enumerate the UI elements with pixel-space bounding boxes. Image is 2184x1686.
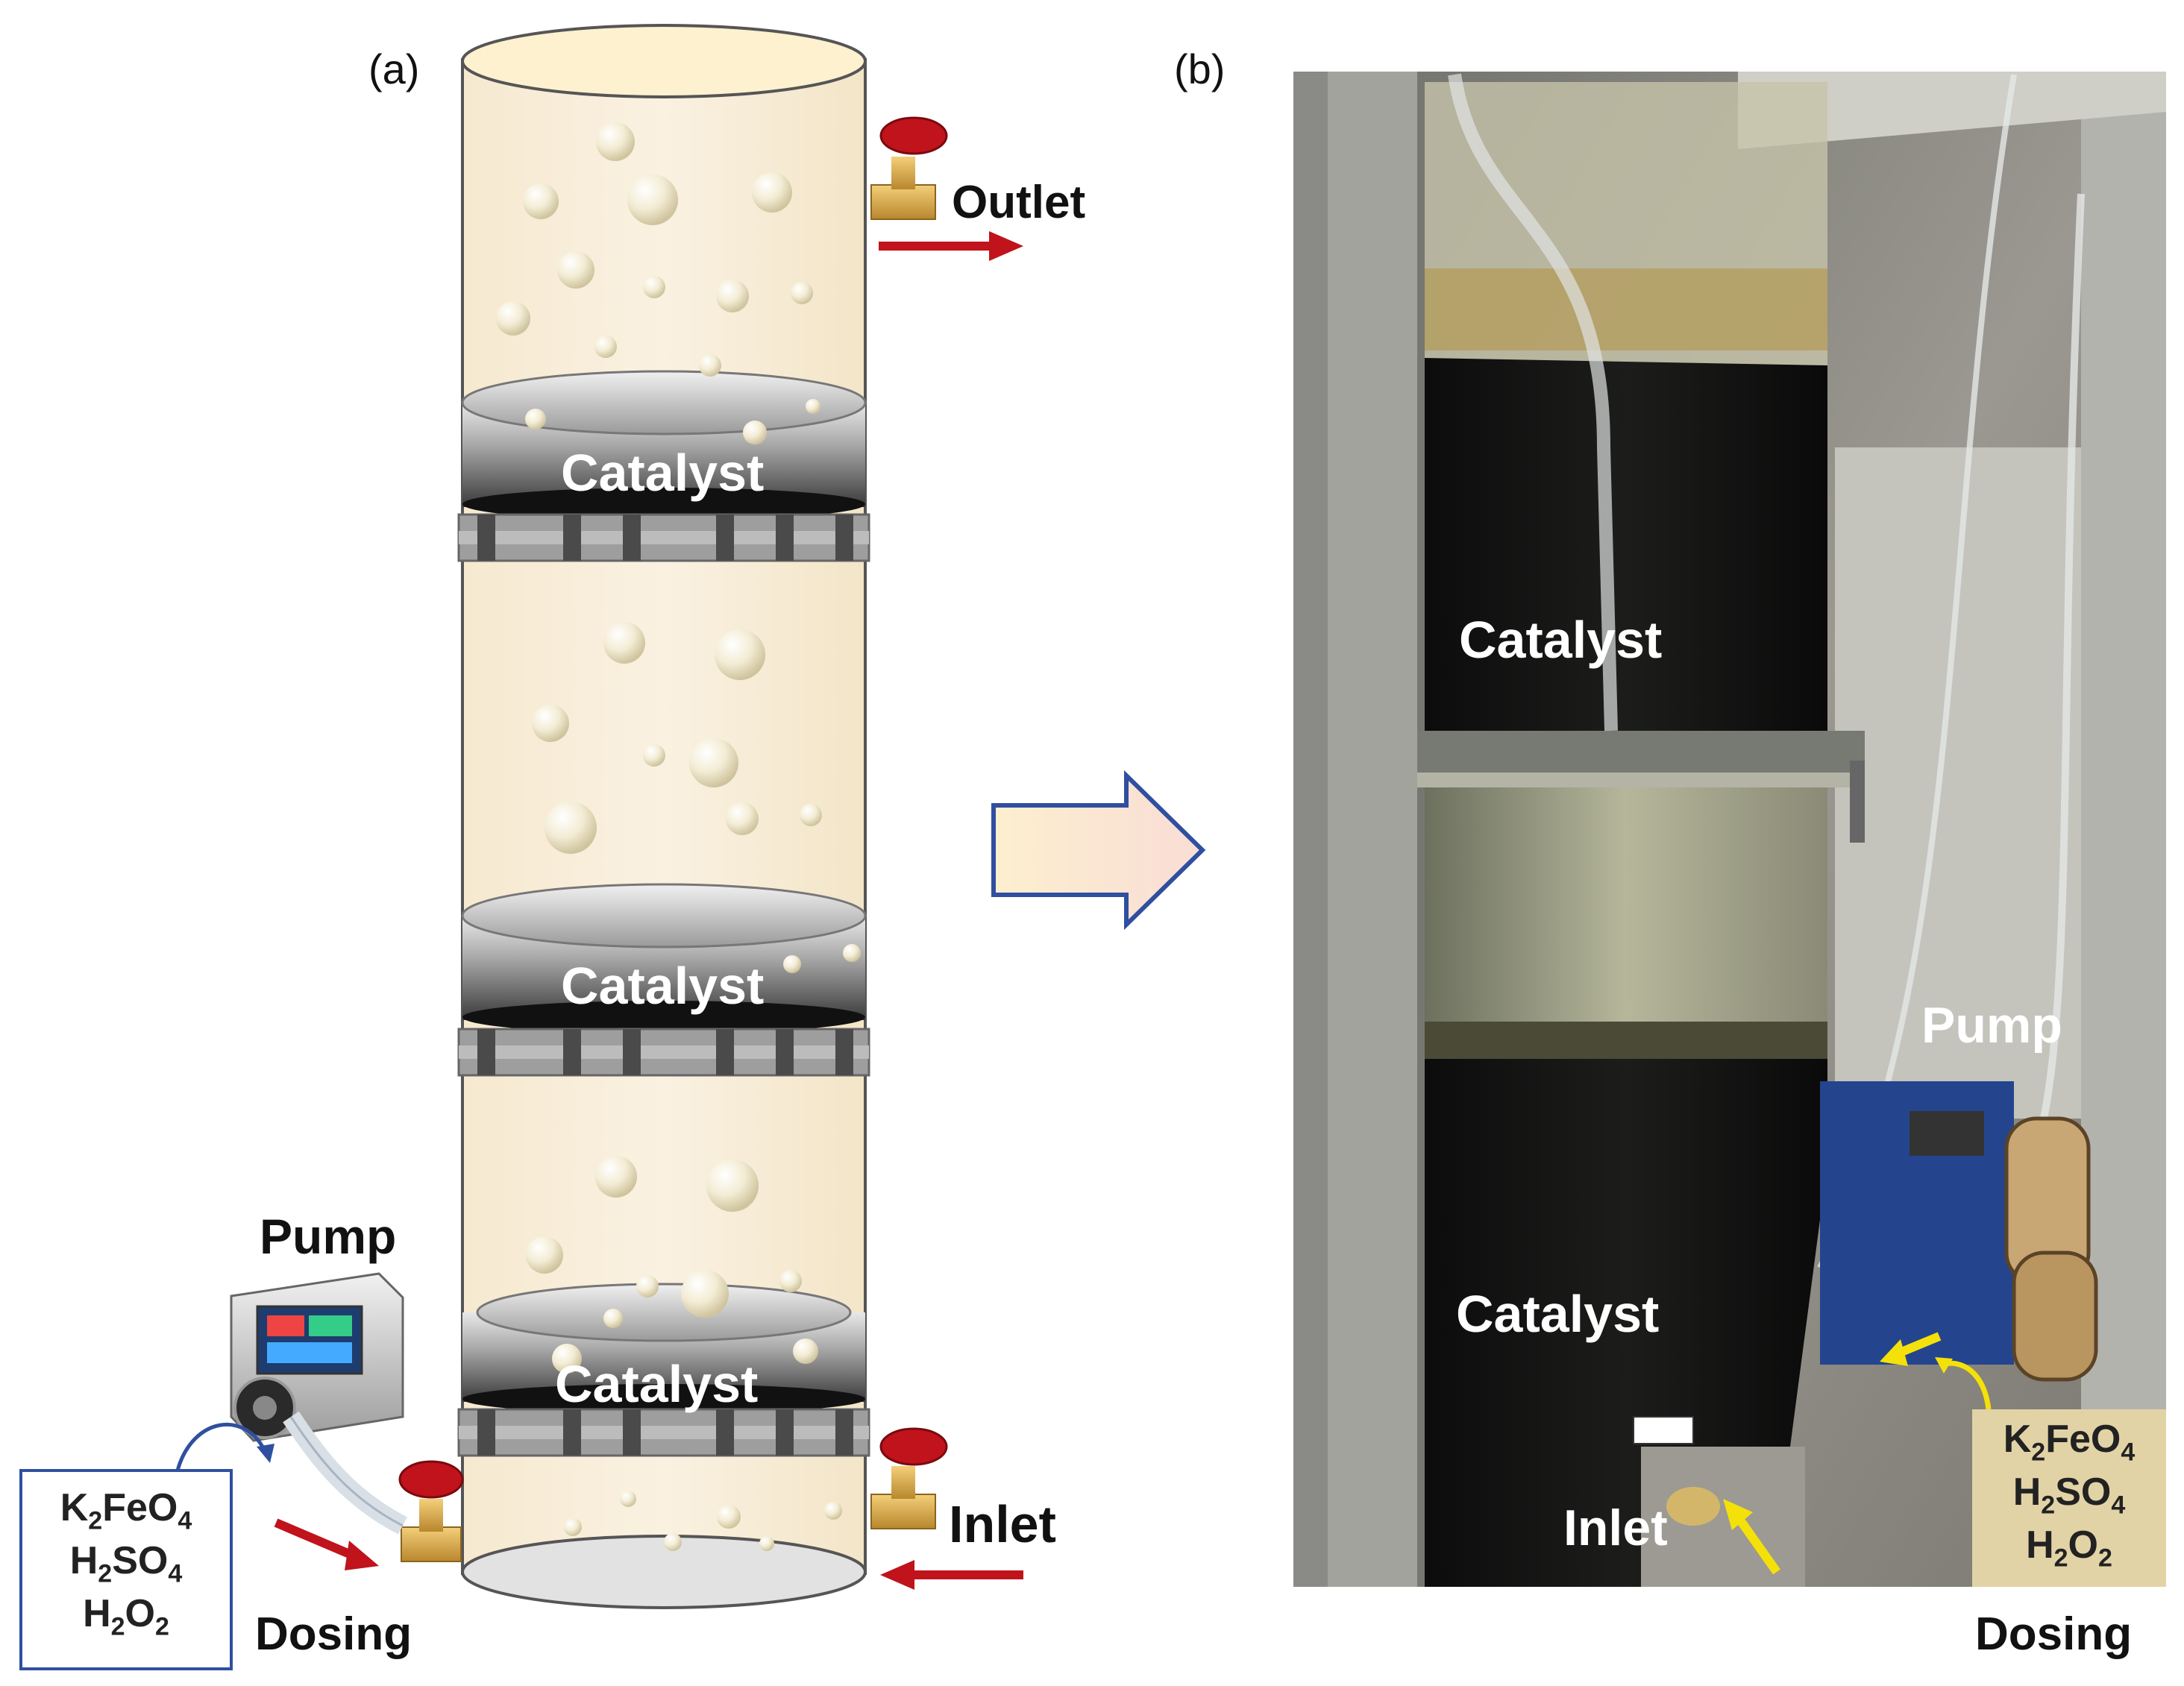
chemical-h2o2: H2O2 (83, 1591, 169, 1641)
catalyst-label-middle: Catalyst (561, 957, 765, 1015)
dosing-flow-arrow-blue (175, 1423, 268, 1471)
inlet-label: Inlet (949, 1495, 1056, 1553)
photo-yellow-arrows (1723, 1332, 1992, 1575)
catalyst-label-bottom: Catalyst (555, 1355, 759, 1413)
dosing-pump-icon (230, 1272, 407, 1535)
photo-pump-label: Pump (1921, 997, 2062, 1054)
dosing-arrow-red (274, 1518, 359, 1561)
photo-chemical-h2o2: H2O2 (2026, 1523, 2112, 1573)
chemical-k2feo4: K2FeO4 (60, 1486, 192, 1535)
dosing-chemical-list: K2FeO4 H2SO4 H2O2 (21, 1484, 231, 1643)
gas-bubbles (496, 122, 861, 1551)
flange-2 (457, 1028, 870, 1077)
panel-label-a: (a) (368, 45, 420, 92)
catalyst-label-top: Catalyst (561, 444, 765, 502)
photo-chemical-k2feo4: K2FeO4 (2003, 1418, 2136, 1467)
photo-catalyst-label-upper: Catalyst (1459, 611, 1663, 669)
outlet-label: Outlet (952, 177, 1086, 228)
flange-1 (457, 513, 870, 562)
photo-dosing-label: Dosing (1975, 1608, 2133, 1660)
photo-chemical-list: K2FeO4 H2SO4 H2O2 (1972, 1415, 2166, 1574)
flange-3 (457, 1408, 870, 1457)
transition-arrow (991, 770, 1206, 931)
dosing-chemical-box (19, 1469, 233, 1670)
pump-label: Pump (260, 1209, 397, 1264)
photo-catalyst-label-lower: Catalyst (1456, 1285, 1660, 1343)
reactor-photo (1293, 72, 2166, 1587)
photo-chemical-h2so4: H2SO4 (2012, 1470, 2126, 1520)
panel-label-b: (b) (1174, 45, 1226, 92)
photo-dosing-box (1972, 1409, 2166, 1587)
catalyst-bed-2 (461, 883, 867, 1034)
inlet-valve (870, 1427, 948, 1529)
chemical-h2so4: H2SO4 (69, 1538, 183, 1588)
outlet-valve (870, 116, 948, 220)
dosing-valve (398, 1460, 464, 1562)
dosing-label: Dosing (255, 1608, 412, 1660)
photo-inlet-label: Inlet (1563, 1500, 1668, 1556)
catalyst-bed-3 (462, 1283, 865, 1414)
reactor-schematic (19, 24, 1023, 1670)
